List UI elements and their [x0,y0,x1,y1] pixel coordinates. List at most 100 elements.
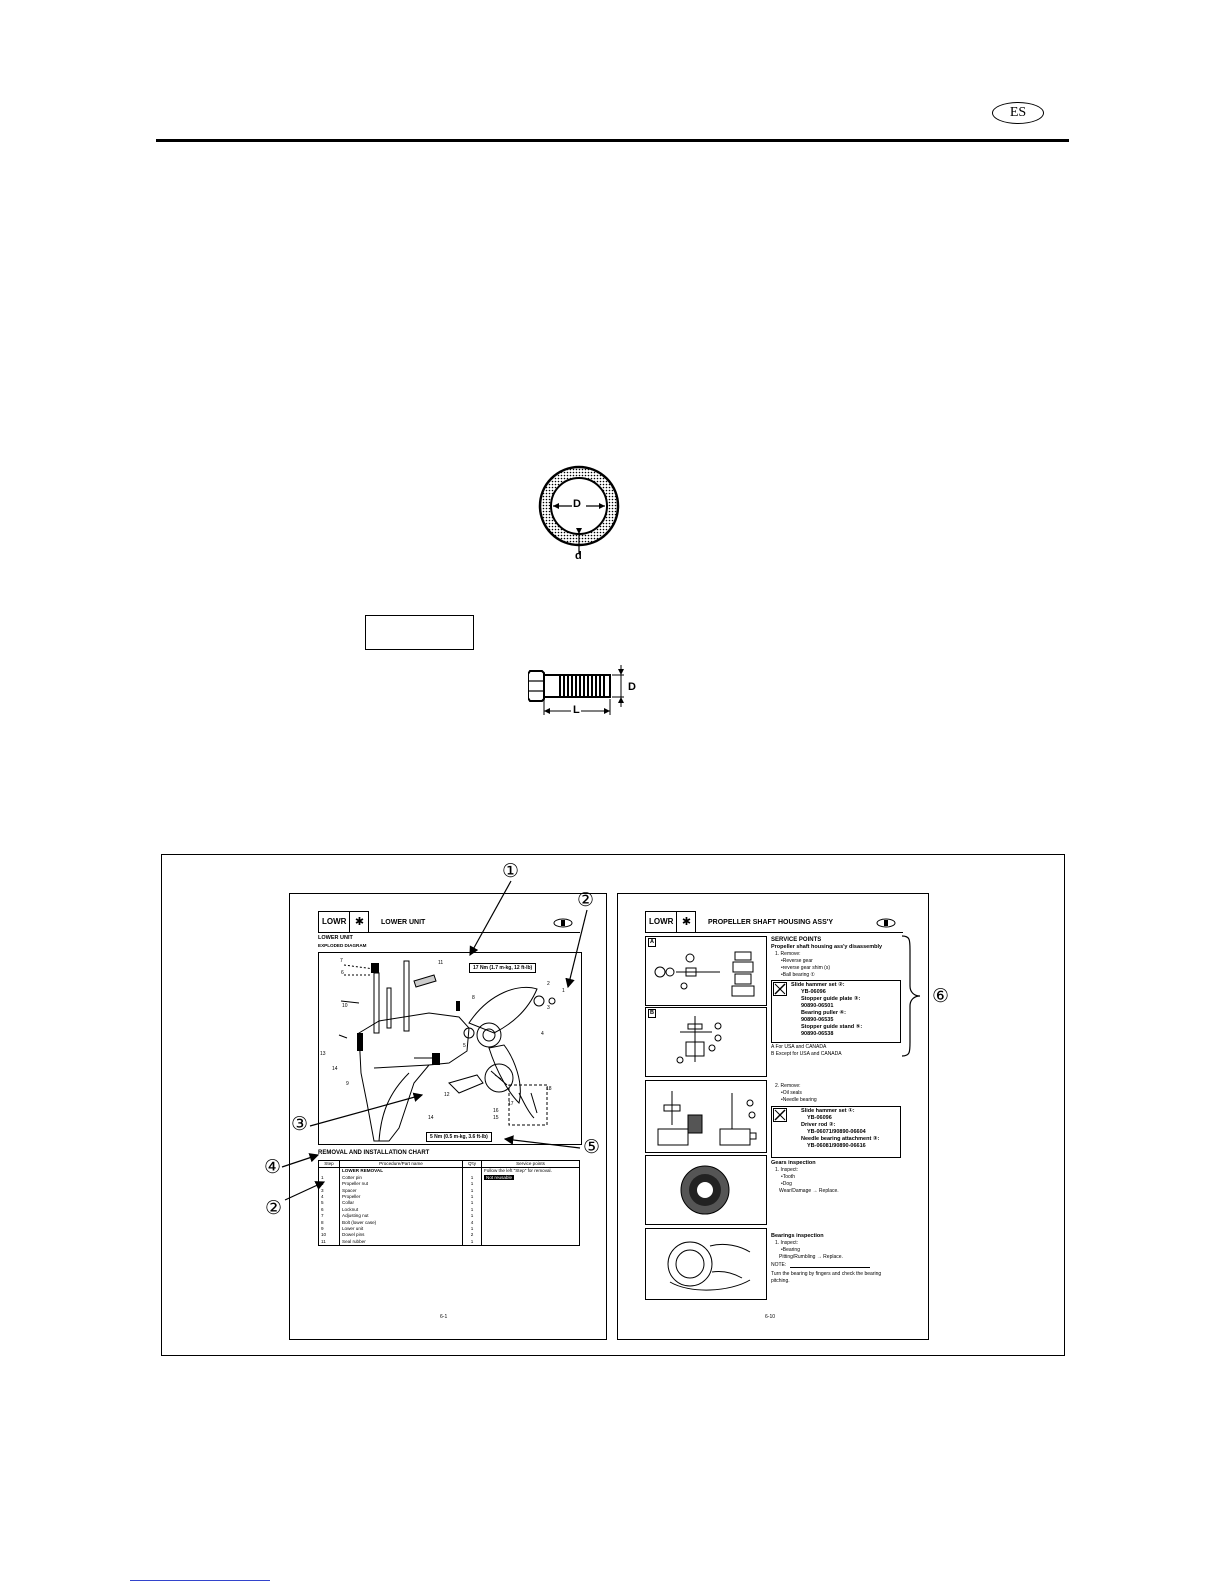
chart-cell-note [481,1187,580,1195]
chart-cell-note [481,1238,580,1247]
callout-6: ⑥ [932,985,950,1007]
sample-page-header-title: LOWER UNIT [381,919,426,926]
chart-cell-note [481,1206,580,1214]
part-number: 7 [340,958,343,964]
region-note-a: A For USA and CANADA [771,1044,827,1050]
tool-name: Stopper guide plate ③: [801,996,861,1002]
tool-name: Bearing puller ④: [801,1010,846,1016]
photo-thumbnail [645,936,767,1006]
bearing-puller-illustration [654,951,755,997]
sample-page-lower-unit [289,893,607,1340]
tool-name: Driver rod ②: [801,1122,836,1128]
photo-thumbnail [645,1155,767,1225]
tool-code: YB-06081/90890-06616 [807,1143,866,1149]
ring-inner-diameter-label: D [573,498,581,510]
step-1-label: 1. Remove: [775,951,801,957]
chart-cell-note [481,1181,580,1188]
part-number: 12 [444,1092,450,1098]
part-number: 5 [463,1043,466,1049]
step-1-item: •reverse gear shim (s) [781,965,830,971]
part-number: 6 [341,970,344,976]
part-number: 4 [541,1031,544,1037]
page-number: 6-1 [440,1314,448,1320]
torque-spec-top: 17 Nm (1.7 m-kg, 12 ft-lb) [469,963,537,973]
step-2-item: •Needle bearing [781,1097,817,1103]
example-pages-frame [161,854,1065,1356]
part-number: 16 [493,1108,499,1114]
step-2-item: •Oil seals [781,1090,802,1096]
bolt-length-label: L [573,704,580,716]
chart-cell-note [481,1226,580,1233]
part-number: 10 [342,1003,348,1009]
blank-label-box [365,615,474,650]
ignition-icon [876,918,896,928]
propeller-icon: ✱ [354,916,365,928]
page-number: 6-10 [765,1314,776,1320]
chart-cell-note [481,1194,580,1201]
propeller-icon: ✱ [681,916,692,928]
callout-4: ④ [264,1156,282,1178]
ring-thickness-label: d [575,550,582,562]
service-points-title: SERVICE POINTS [771,937,822,943]
footer-rule [130,1580,270,1581]
table-row: LOWER REMOVAL Follow the left "Step" for… [318,1167,580,1175]
driver-rod-illustration [657,1091,757,1146]
part-number: 18 [546,1086,552,1092]
callout-3: ③ [291,1113,309,1135]
photo-thumbnail [645,1007,767,1077]
sample-page-rule [645,932,903,933]
bolt-diameter-label: D [628,681,636,693]
part-number: 9 [346,1081,349,1087]
part-number: 17 [508,1101,514,1107]
note-rule [790,1267,870,1268]
callout-2: ② [577,889,595,911]
section-tab-code: LOWR [319,912,351,932]
tool-name: Needle bearing attachment ③: [801,1136,880,1142]
part-number: 15 [493,1115,499,1121]
part-number: 1 [562,988,565,994]
section-subtitle: EXPLODED DIAGRAM [318,943,367,948]
language-badge: ES [992,102,1044,124]
chart-cell-note [481,1232,580,1239]
ignition-icon [553,918,573,928]
chart-header-service-points: Service points [481,1159,580,1169]
gears-inspection-title: Gears inspection [771,1160,816,1166]
bearings-step-label: 1. Inspect: [775,1240,799,1246]
step-2-label: 2. Remove: [775,1083,801,1089]
section-tab-code: LOWR [646,912,678,932]
wrench-icon [773,1108,787,1122]
tool-name: Slide hammer set ②: [791,982,845,988]
removal-installation-chart: Step Procedure/Part name Q'ty Service po… [318,1159,580,1247]
callout-2: ② [265,1197,283,1219]
header-rule [156,139,1069,142]
note-text: Turn the bearing by fingers and check th… [771,1271,882,1284]
gear-illustration [680,1165,730,1215]
thumb-label-b: B [648,1009,656,1018]
bearings-result: Pitting/Rumbling → Replace. [779,1254,843,1260]
thumb-label-a: A [648,938,656,947]
part-number: 14 [332,1066,338,1072]
tool-code: 90890-06538 [801,1031,834,1037]
part-number: 14 [428,1115,434,1121]
chart-group-note: Follow the left "Step" for removal. [481,1167,580,1175]
wrench-icon [773,982,787,996]
tool-name: Slide hammer set ①: [801,1108,855,1114]
part-number: 3 [547,1005,550,1011]
tool-code: YB-06096 [807,1115,832,1121]
chart-cell-note [481,1200,580,1207]
disassembly-title: Propeller shaft housing ass'y disassembl… [771,944,883,950]
bolt-diagram [528,665,624,716]
sample-page-header-title: PROPELLER SHAFT HOUSING ASS'Y [708,919,834,926]
bearings-item: •Bearing [781,1247,800,1253]
sample-page-rule [318,932,580,933]
gears-item: •Dog [781,1181,792,1187]
